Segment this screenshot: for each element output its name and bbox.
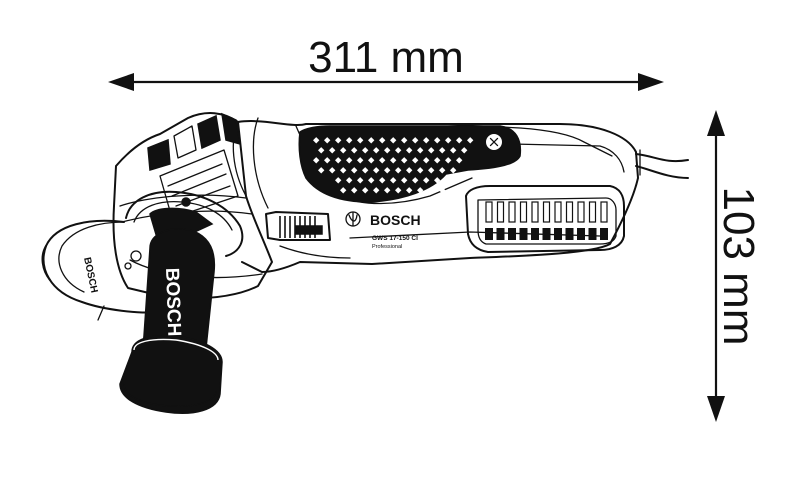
model-label: GWS 17-150 CI — [372, 235, 418, 242]
rubber-grip — [298, 125, 522, 203]
slide-switch — [265, 211, 331, 241]
line-label: Professional — [372, 244, 402, 250]
side-handle: BOSCH — [119, 190, 244, 414]
height-dimension: 103 mm — [707, 110, 763, 422]
length-dimension: 311 mm — [108, 33, 664, 91]
height-arrow-bottom-icon — [707, 396, 725, 422]
height-arrow-top-icon — [707, 110, 725, 136]
gear-head — [112, 112, 273, 300]
ventilation-panel — [465, 185, 625, 253]
handle-brand-label: BOSCH — [161, 267, 184, 336]
guard-brand-label: BOSCH — [81, 256, 99, 294]
brand-label: BOSCH — [370, 212, 421, 228]
height-label: 103 mm — [714, 187, 763, 346]
grip-dot-pattern — [313, 137, 474, 194]
wheel-guard: BOSCH — [41, 219, 159, 321]
vent-slots — [485, 201, 608, 240]
housing-label: BOSCH GWS 17-150 CI Professional — [345, 211, 421, 250]
power-cable — [635, 149, 689, 179]
length-arrow-right-icon — [638, 73, 664, 91]
length-arrow-left-icon — [108, 73, 134, 91]
length-label: 311 mm — [308, 33, 464, 82]
